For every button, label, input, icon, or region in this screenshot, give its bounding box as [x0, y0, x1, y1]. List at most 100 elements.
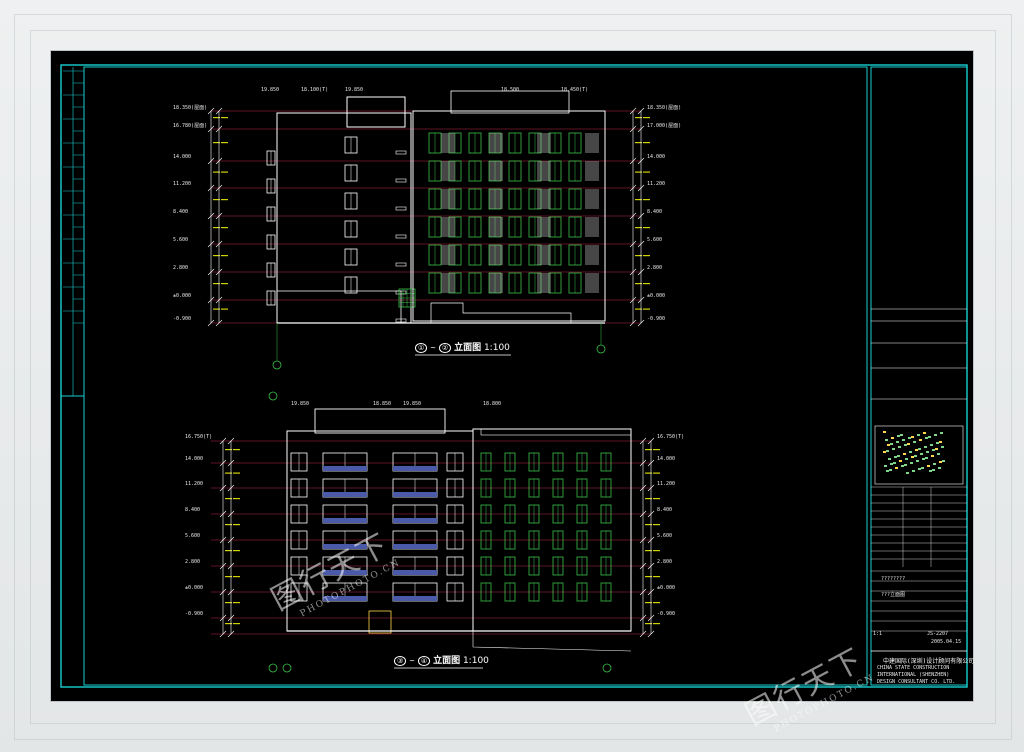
dimension-tick	[647, 510, 655, 518]
roof-elevation-mark: 19.850	[345, 87, 364, 93]
window-glazing-hatch	[441, 273, 455, 293]
dimension-text-mark	[221, 308, 228, 310]
window-glazing-hatch	[441, 133, 455, 153]
key-plan-block	[918, 448, 921, 450]
key-plan-block	[934, 434, 937, 436]
dimension-tick	[215, 125, 223, 133]
key-plan-block	[928, 436, 931, 438]
dimension-tick	[227, 630, 235, 638]
dimension-tick	[639, 437, 647, 445]
key-plan-block	[926, 451, 929, 453]
dimension-text-mark	[213, 227, 220, 229]
dimension-tick	[219, 437, 227, 445]
window-glazing-hatch	[585, 189, 599, 209]
dimension-tick	[207, 125, 215, 133]
dimension-tick	[219, 536, 227, 544]
left-building-outline	[276, 112, 412, 324]
window-glazing-hatch	[585, 273, 599, 293]
axis-bubble-right	[596, 344, 606, 354]
drawing-title: ???立面图	[881, 592, 906, 598]
key-plan-block	[939, 441, 942, 443]
right-building-outline	[412, 110, 606, 322]
roof-elevation-mark: 18.800	[483, 401, 502, 407]
level-label: -0.900	[185, 611, 204, 617]
window-glazing-hatch	[537, 245, 551, 265]
dimension-text-mark	[233, 449, 240, 451]
key-plan-block	[896, 441, 899, 443]
dimension-text-mark	[635, 142, 642, 144]
dimension-text-mark	[213, 142, 220, 144]
dimension-text-mark	[233, 472, 240, 474]
balcony-glass	[393, 570, 437, 575]
cad-drawing-canvas	[60, 64, 968, 688]
dimension-tick	[647, 630, 655, 638]
key-plan-block	[917, 434, 920, 436]
level-label: 5.600	[185, 533, 201, 539]
level-label: 11.200	[657, 481, 676, 487]
level-label: 14.000	[185, 456, 204, 462]
dimension-tick	[215, 184, 223, 192]
level-label: ±0.000	[647, 293, 666, 299]
key-plan-block	[920, 453, 923, 455]
caption-axis-mark-b: ④	[417, 656, 431, 666]
dimension-tick	[629, 125, 637, 133]
window-glazing-hatch	[441, 189, 455, 209]
key-plan-block	[891, 437, 894, 439]
key-plan-block	[893, 462, 896, 464]
key-plan-block	[929, 470, 932, 472]
balcony-glass	[323, 596, 367, 601]
roof-elevation-mark: 18.500	[501, 87, 520, 93]
level-label: 11.200	[185, 481, 204, 487]
key-plan-block	[925, 437, 928, 439]
key-plan-block	[890, 463, 893, 465]
dimension-tick	[207, 157, 215, 165]
dimension-tick	[227, 484, 235, 492]
window-glazing-hatch	[537, 189, 551, 209]
key-plan-block	[939, 461, 942, 463]
key-plan-box	[874, 425, 964, 485]
level-label: 8.400	[657, 507, 673, 513]
drawing-border	[83, 66, 868, 686]
balcony-glass	[323, 466, 367, 471]
window-glazing-hatch	[585, 217, 599, 237]
dimension-tick	[219, 459, 227, 467]
roof-parapet	[450, 90, 570, 114]
dimension-tick	[207, 296, 215, 304]
caption-title: 立面图	[433, 656, 461, 666]
dimension-tick	[647, 588, 655, 596]
key-plan-block	[886, 450, 889, 452]
level-label: 8.400	[185, 507, 201, 513]
key-plan-block	[897, 435, 900, 437]
key-plan-block	[906, 472, 909, 474]
balcony-rail	[395, 206, 407, 211]
dimension-tick	[629, 107, 637, 115]
dimension-text-mark	[653, 602, 660, 604]
key-plan-block	[916, 460, 919, 462]
key-plan-block	[903, 453, 906, 455]
dimension-text-mark	[645, 602, 652, 604]
dimension-tick	[219, 484, 227, 492]
dimension-tick	[207, 319, 215, 327]
dimension-tick	[639, 459, 647, 467]
entry-door	[368, 610, 392, 634]
background-frame	[14, 14, 1012, 740]
key-plan-block	[918, 468, 921, 470]
cad-drawing-sheet: ① ~ ② 立面图 1:100 ③ ~ ④ 立面图 1:100 18.350(屋…	[51, 51, 974, 701]
dimension-tick	[219, 562, 227, 570]
key-plan-block	[919, 439, 922, 441]
key-plan-block	[913, 441, 916, 443]
key-plan-block	[885, 439, 888, 441]
dimension-text-mark	[233, 498, 240, 500]
balcony-rail	[395, 234, 407, 239]
key-plan-block	[924, 446, 927, 448]
dimension-text-mark	[233, 524, 240, 526]
dimension-tick	[637, 157, 645, 165]
key-plan-block	[898, 446, 901, 448]
level-label: 16.780(屋面)	[173, 123, 208, 129]
dimension-text-mark	[645, 576, 652, 578]
key-plan-block	[931, 455, 934, 457]
key-plan-block	[900, 434, 903, 436]
dimension-text-mark	[225, 472, 232, 474]
dimension-tick	[639, 484, 647, 492]
dimension-tick	[639, 510, 647, 518]
